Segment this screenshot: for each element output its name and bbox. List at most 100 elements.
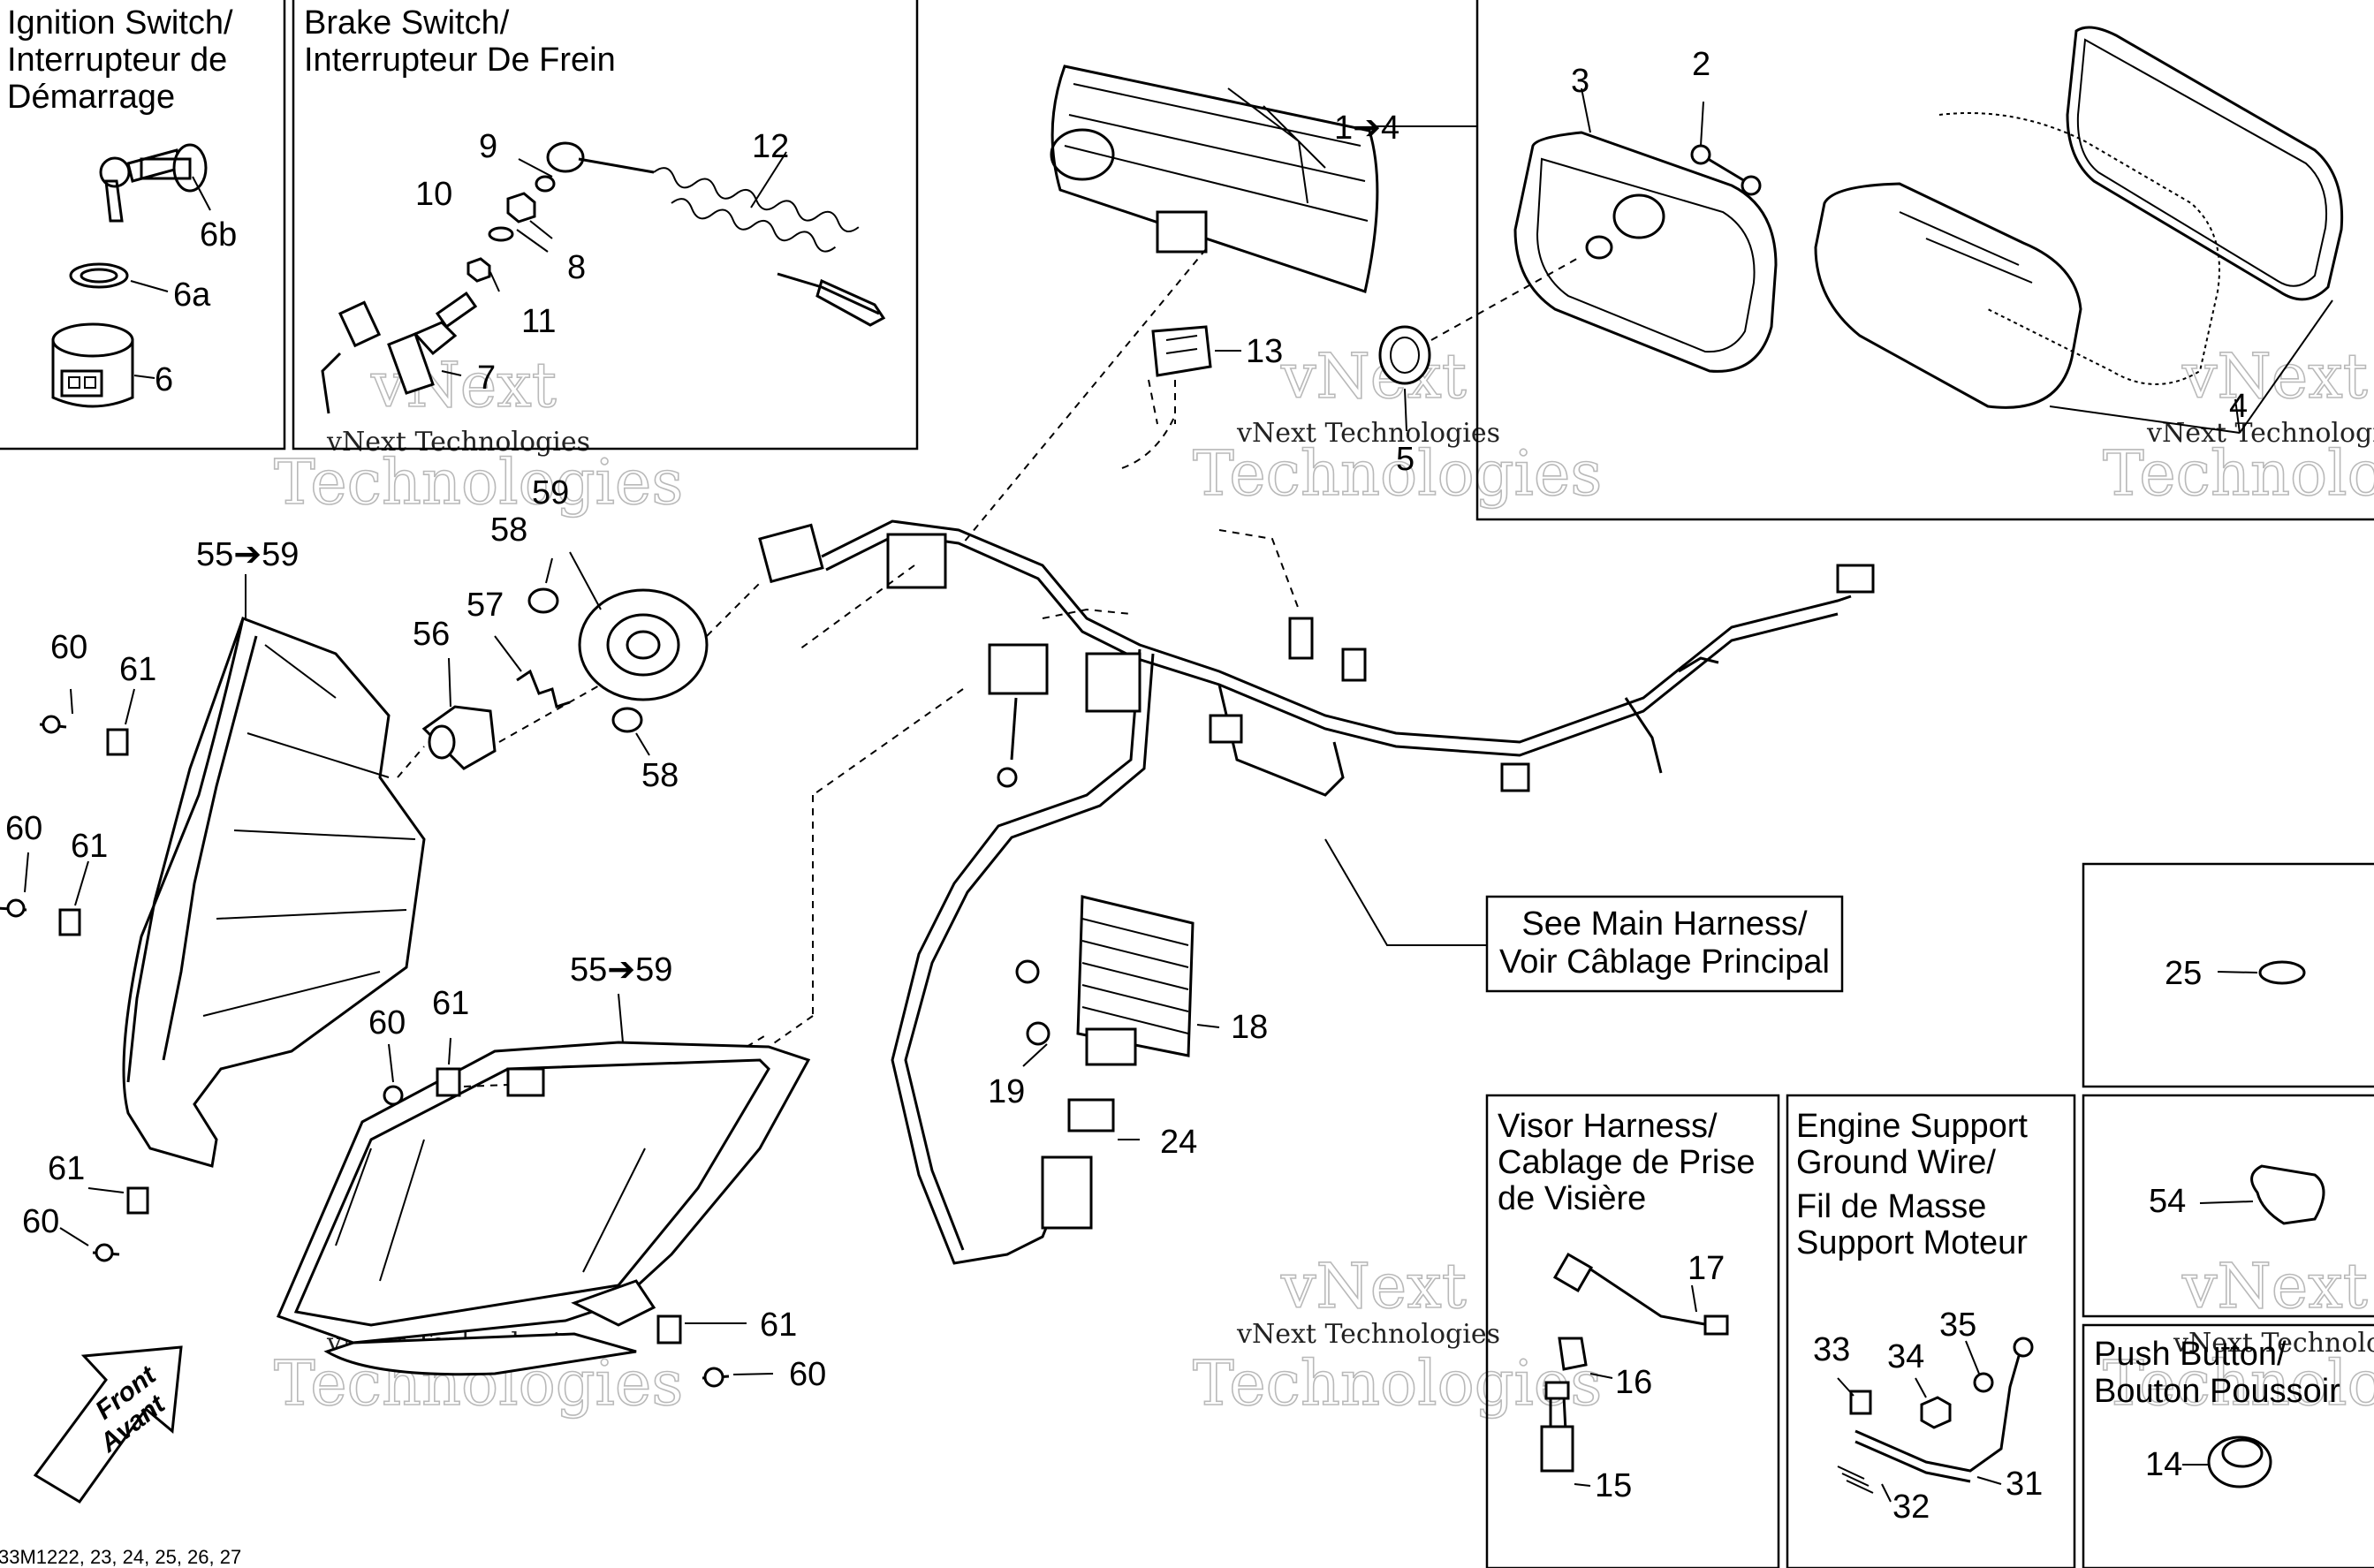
watermark-small: vNext Technologies: [2173, 1328, 2374, 1359]
box-54-frame: [2082, 1094, 2374, 1318]
watermark-small: vNext Technologies: [1236, 418, 1500, 449]
callout-6b: 6b: [200, 216, 237, 254]
callout-9: 9: [479, 128, 497, 165]
callouts: 6b 6a 6 9 10 8 11 12 7 1➔4 3 2 4 5 13 55…: [5, 46, 2248, 1526]
watermark-small: vNext Technologies: [1236, 1319, 1500, 1350]
callout-19: 19: [988, 1073, 1025, 1110]
ignition-switch-parts: [51, 143, 211, 408]
part-14-button: [2207, 1435, 2272, 1488]
brake-title-line-1: Brake Switch/: [304, 4, 510, 42]
callout-1-to-4: 1➔4: [1334, 110, 1399, 147]
diagram-code: 33M1222, 23, 24, 25, 26, 27: [0, 1546, 241, 1568]
ignition-title-line-1: Ignition Switch/: [7, 4, 233, 42]
callout-60: 60: [50, 629, 87, 666]
watermark-brand: vNext: [1280, 340, 1467, 413]
callout-11: 11: [521, 303, 556, 340]
callout-10: 10: [415, 176, 452, 213]
engine-ground-line-4: Support Moteur: [1796, 1224, 2028, 1261]
callout-18: 18: [1231, 1009, 1268, 1046]
callout-61: 61: [48, 1150, 85, 1187]
main-harness-label-frame: [1485, 895, 1844, 993]
callout-54: 54: [2149, 1183, 2186, 1220]
front-direction-arrow: Front Avant: [33, 1345, 183, 1504]
brake-switch-parts: [321, 141, 886, 414]
callout-7: 7: [477, 360, 496, 397]
headlight-lower-parts: [276, 993, 811, 1388]
visor-harness-parts: [1540, 1252, 1729, 1487]
watermark-technologies: Technologies: [2103, 437, 2374, 510]
callout-31: 31: [2006, 1466, 2043, 1503]
callout-32: 32: [1892, 1488, 1930, 1526]
callout-12: 12: [752, 128, 789, 165]
cluster-box-frame: [1475, 0, 2374, 521]
push-button-box-frame: [2082, 1323, 2374, 1568]
callout-61: 61: [119, 651, 156, 688]
ignition-key-part: [99, 143, 208, 223]
callout-60: 60: [789, 1356, 826, 1393]
harness-parts: [758, 414, 1875, 1265]
ignition-box-frame: [0, 0, 286, 451]
ignition-switch-body-part: [51, 322, 134, 408]
engine-ground-line-2: Ground Wire/: [1796, 1144, 1996, 1181]
visor-title-line-1: Visor Harness/: [1498, 1108, 1718, 1145]
watermark-technologies: Technologies: [274, 446, 683, 519]
callout-56: 56: [413, 616, 450, 653]
callout-25: 25: [2165, 955, 2202, 992]
watermark-brand: vNext: [1280, 1250, 1467, 1322]
visor-title-line-3: de Visière: [1498, 1180, 1646, 1217]
callout-61: 61: [432, 985, 469, 1022]
switch-13-part: [1148, 325, 1241, 425]
visor-title-line-2: Cablage de Prise: [1498, 1144, 1756, 1181]
watermark-technologies: Technologies: [1193, 1347, 1602, 1420]
callout-16: 16: [1615, 1364, 1652, 1401]
part-25-grommet: [2258, 960, 2306, 985]
callout-61: 61: [71, 828, 108, 865]
callout-60: 60: [22, 1203, 59, 1240]
callout-2: 2: [1692, 46, 1710, 83]
callout-58-upper: 58: [490, 511, 527, 549]
part-54-clamp: [2250, 1164, 2325, 1225]
main-harness-line-2: Voir Câblage Principal: [1499, 943, 1830, 981]
callout-5: 5: [1396, 441, 1415, 478]
callout-6a: 6a: [173, 276, 211, 314]
watermark-brand: vNext: [2181, 340, 2368, 413]
engine-ground-line-1: Engine Support: [1796, 1108, 2028, 1145]
callout-3: 3: [1571, 63, 1589, 100]
watermark-technologies: Technologies: [1193, 437, 1602, 510]
headlight-upper-parts: [0, 551, 761, 1262]
engine-ground-parts: [1837, 1337, 2034, 1503]
watermark-small: vNext Technologies: [326, 427, 590, 458]
engine-ground-box-frame: [1786, 1094, 2076, 1568]
box-25-frame: [2082, 862, 2374, 1088]
callout-34: 34: [1887, 1338, 1924, 1375]
callout-61: 61: [760, 1307, 797, 1344]
callout-55-to-59-upper: 55➔59: [196, 536, 299, 573]
ignition-title-line-3: Démarrage: [7, 79, 175, 116]
callout-6: 6: [155, 361, 173, 398]
visor-box-frame: [1485, 1094, 1780, 1568]
watermark-group: vNext Technologies vNext Technologies vN…: [273, 339, 2374, 1420]
callout-60: 60: [368, 1004, 406, 1042]
brake-box-frame: [292, 0, 919, 451]
callout-60: 60: [5, 810, 42, 847]
watermark-technologies: Technologies: [2103, 1347, 2374, 1420]
callout-59: 59: [532, 474, 569, 511]
ignition-nut-part: [69, 262, 129, 289]
instrument-cluster-parts: [962, 26, 2344, 544]
callout-13: 13: [1246, 333, 1283, 370]
callout-33: 33: [1813, 1331, 1850, 1368]
callout-35: 35: [1939, 1307, 1976, 1344]
callout-8: 8: [567, 249, 586, 286]
watermark-small: vNext Technologies: [2146, 418, 2374, 449]
ignition-title-line-2: Interrupteur de: [7, 42, 227, 79]
watermark-brand: vNext: [2181, 1250, 2368, 1322]
callout-55-to-59-lower: 55➔59: [570, 951, 672, 989]
callout-4: 4: [2229, 388, 2248, 425]
engine-ground-line-3: Fil de Masse: [1796, 1188, 1986, 1225]
callout-24: 24: [1160, 1124, 1197, 1161]
brake-title-line-2: Interrupteur De Frein: [304, 42, 616, 79]
push-button-line-2: Bouton Poussoir: [2094, 1373, 2340, 1410]
callout-58-lower: 58: [641, 757, 679, 794]
